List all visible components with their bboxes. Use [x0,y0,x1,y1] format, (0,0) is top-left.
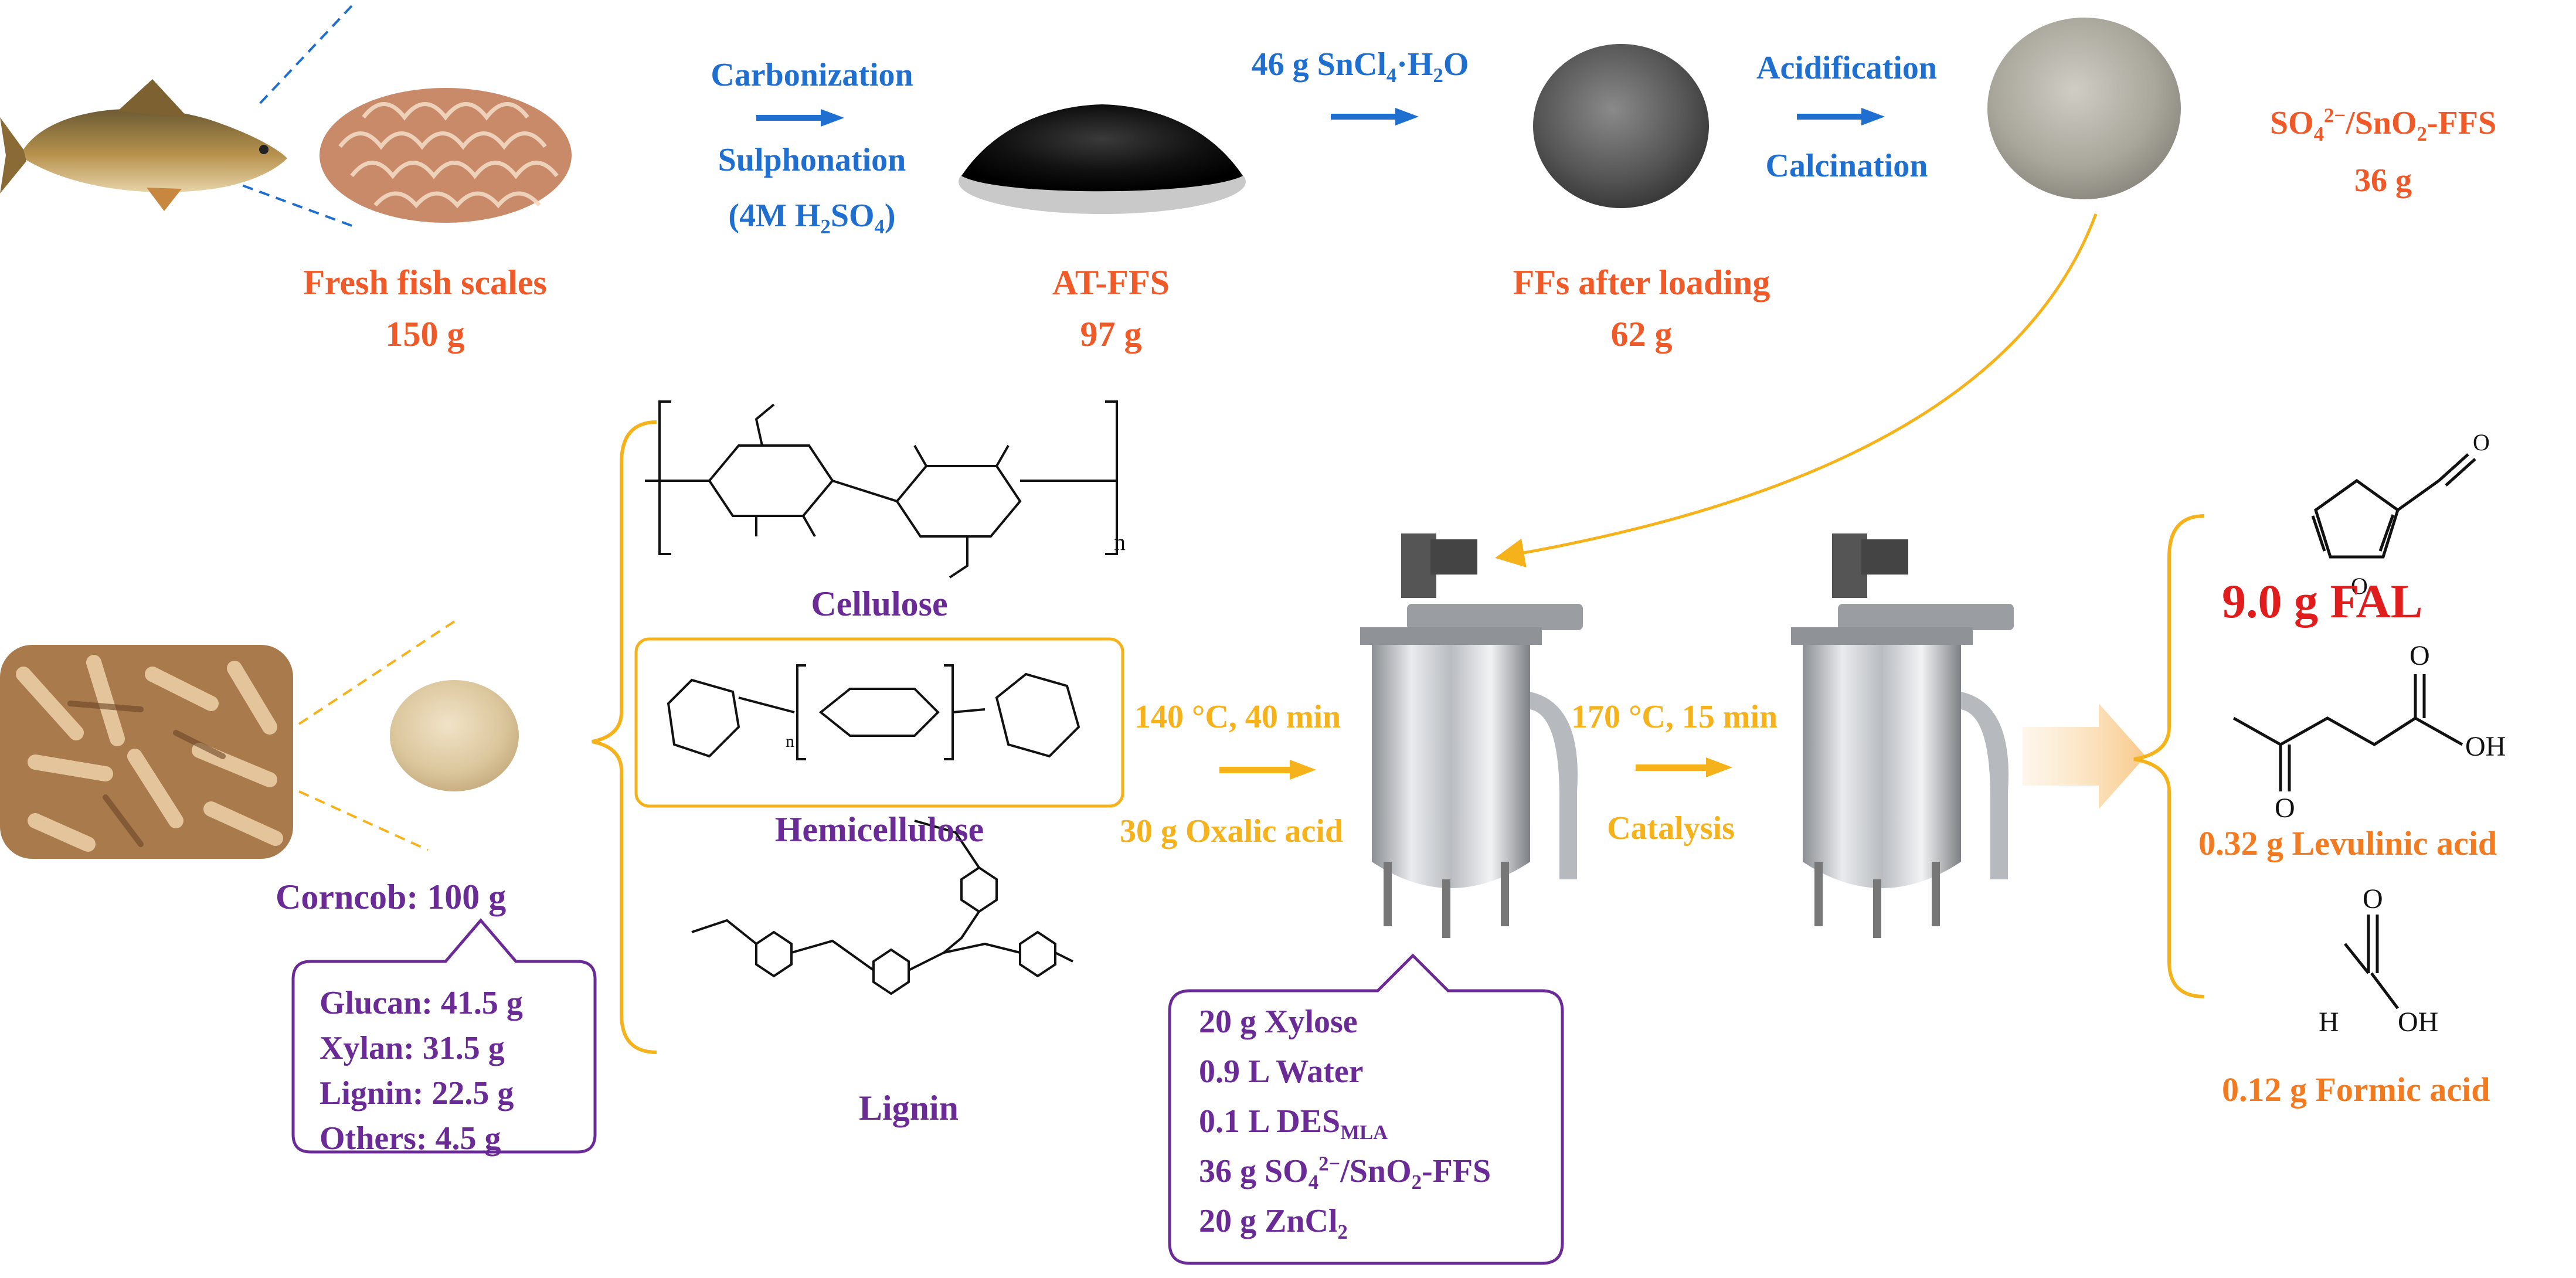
fal-oxygen-atom: O [2351,573,2368,599]
corncob-powder-icon [390,680,519,791]
reactor-content-item: 20 g ZnCl2 [1199,1203,1348,1244]
reactor-content-item: 36 g SO42−/SnO2-FFS [1199,1152,1491,1194]
step2-reagent: 46 g SnCl4·H2O [1251,46,1469,87]
fal-label: 9.0 g FAL [2222,575,2423,628]
fish-scales-icon [320,88,572,223]
cellulose-label: Cellulose [811,584,948,623]
dashed-corncob-upper [298,620,456,725]
cellulose-structure [645,400,1118,579]
step3-line1: Acidification [1756,50,1937,86]
levulinic-label: 0.32 g Levulinic acid [2198,824,2497,862]
reaction-conditions: 170 °C, 15 min [1571,699,1778,735]
step1-line1: Carbonization [711,57,913,93]
step1-line2: Sulphonation [718,142,906,178]
atffs-label: AT-FFS [1052,263,1170,302]
reactor-icon [1360,533,1583,938]
step3-line2: Calcination [1765,148,1928,184]
fal-carbonyl-oxygen: O [2473,429,2490,456]
pretreat-reagent: 30 g Oxalic acid [1120,813,1344,849]
grey-disc-icon [1533,44,1709,208]
cellulose-n: n [1114,529,1126,555]
composition-item: Others: 4.5 g [320,1120,501,1157]
loaded-label: FFs after loading [1513,263,1770,302]
fal-structure [2311,453,2476,559]
step1-line3: (4M H2SO4) [728,198,896,239]
lignin-label: Lignin [858,1089,959,1127]
product-brace [2133,514,2205,998]
catalyst-formula: SO42−/SnO2-FFS [2269,104,2497,146]
lev-carbonyl-oxygen: O [2410,640,2430,671]
dashed-connector-upper [257,5,353,107]
polymer-brace [592,420,657,1054]
lev-hydroxyl: OH [2465,731,2506,762]
reactor-content-item: 0.9 L Water [1199,1053,1364,1090]
reactor-icon-2 [1791,533,2014,938]
corncob-pellets-icon [0,645,293,859]
fish-icon [0,79,287,211]
reactor-contents-callout [1168,953,1564,1265]
composition-callout [291,918,597,1154]
formic-hydroxyl: OH [2398,1007,2439,1038]
formic-label: 0.12 g Formic acid [2222,1070,2490,1109]
product-arrow [2023,703,2146,809]
blue-arrows [756,108,1885,127]
reactor-content-item: 20 g Xylose [1199,1004,1358,1040]
hemicellulose-structure [667,664,1080,760]
hemicellulose-n: n [786,732,794,751]
corncob-label: Corncob: 100 g [276,878,507,916]
black-powder-icon [959,104,1246,214]
composition-item: Glucan: 41.5 g [320,985,523,1021]
lignin-structure [691,820,1073,995]
dashed-corncob-lower [298,790,429,851]
atffs-mass: 97 g [1080,315,1142,354]
lev-ketone-oxygen: O [2275,793,2295,824]
pretreat-conditions: 140 °C, 40 min [1134,699,1341,735]
formic-structure [2344,915,2399,1010]
reactor-content-item: 0.1 L DESMLA [1199,1103,1388,1144]
catalyst-feed-curve [1495,213,2098,567]
formic-carbonyl-oxygen: O [2363,883,2383,915]
composition-item: Lignin: 22.5 g [320,1075,514,1112]
fish-scales-label: Fresh fish scales [303,263,547,302]
loaded-mass: 62 g [1610,315,1673,354]
hemicellulose-box [634,637,1124,808]
dashed-connector-lower [240,183,352,227]
catalyst-powder-icon [1987,18,2181,199]
composition-item: Xylan: 31.5 g [320,1030,505,1066]
hemicellulose-label: Hemicellulose [774,810,984,849]
fish-scales-mass: 150 g [385,315,465,354]
formic-hydrogen: H [2319,1007,2339,1038]
levulinic-structure [2232,674,2463,791]
orange-arrows [1219,757,1732,780]
catalyst-mass: 36 g [2354,162,2412,199]
reaction-label: Catalysis [1607,810,1735,847]
